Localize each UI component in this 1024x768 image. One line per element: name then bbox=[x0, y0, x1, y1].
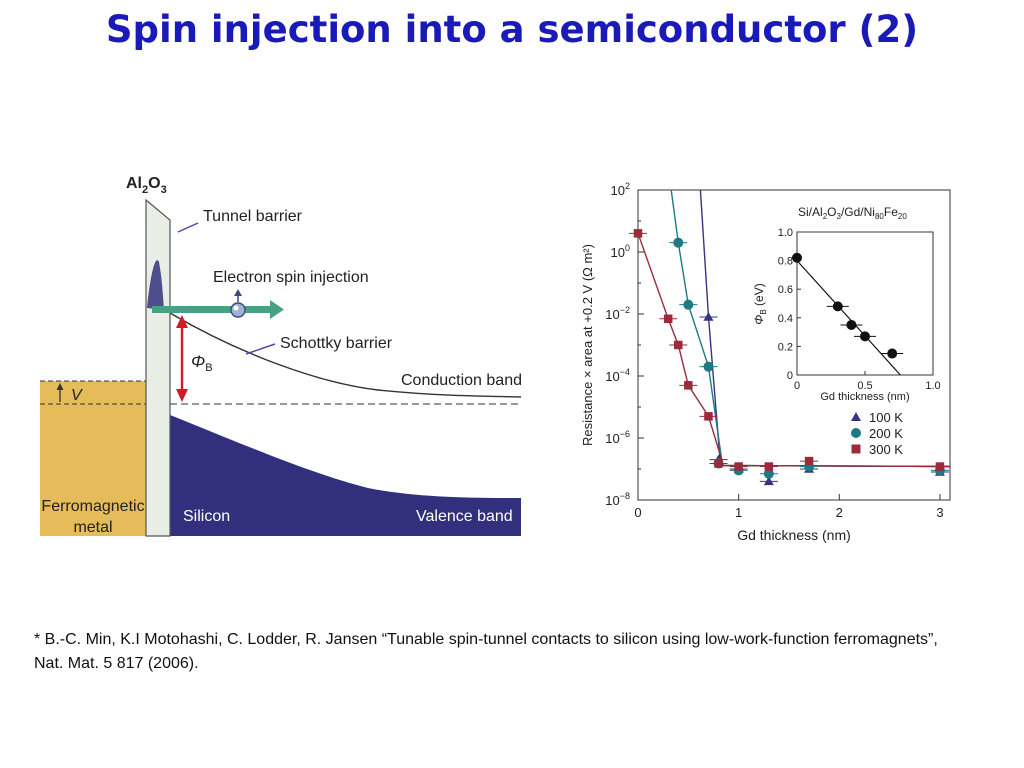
legend-marker-100k bbox=[851, 412, 861, 421]
inset-y-axis-label: ΦB (eV) bbox=[752, 283, 768, 324]
data-point-300k bbox=[633, 229, 643, 238]
main-y-axis-label: Resistance × area at +0.2 V (Ω m²) bbox=[580, 244, 595, 446]
main-y-tick-label: 10−2 bbox=[605, 305, 630, 322]
inset-title: Si/Al2O3/Gd/Ni80Fe20 bbox=[798, 205, 907, 221]
main-y-tick-label: 10−4 bbox=[605, 367, 630, 384]
conduction-band-label: Conduction band bbox=[401, 372, 522, 389]
barrier-height-arrow-bottom bbox=[176, 389, 188, 402]
main-x-tick-label: 3 bbox=[936, 505, 943, 520]
main-y-tick-label: 10−8 bbox=[605, 491, 630, 508]
data-point-300k bbox=[663, 314, 673, 324]
spin-arrow-head bbox=[234, 289, 242, 296]
silicon-valence-region bbox=[170, 415, 521, 536]
ferromagnetic-metal-region bbox=[40, 381, 148, 536]
resistance-area-chart: 0 1 2 3 102 100 10−2 10−4 10−6 10−8 Gd thickness … bbox=[580, 181, 951, 543]
inset-x-tick-label: 1.0 bbox=[925, 380, 940, 392]
data-point-200k bbox=[763, 468, 774, 479]
ferromagnetic-metal-label-line1: Ferromagnetic bbox=[41, 498, 144, 515]
inset-y-tick-label: 0.2 bbox=[778, 341, 793, 353]
legend-label-100k: 100 K bbox=[869, 410, 903, 425]
main-x-tick-label: 1 bbox=[735, 505, 742, 520]
silicon-label: Silicon bbox=[183, 508, 230, 525]
schottky-barrier-label: Schottky barrier bbox=[280, 335, 393, 352]
tunnel-barrier-pointer bbox=[177, 222, 199, 233]
voltage-label: V bbox=[71, 387, 83, 404]
data-point-200k bbox=[673, 237, 684, 248]
data-point-300k bbox=[674, 340, 683, 350]
barrier-height-label: ΦB bbox=[191, 352, 213, 374]
legend-marker-300k bbox=[851, 444, 861, 454]
data-point-300k bbox=[935, 462, 945, 471]
data-point-300k bbox=[704, 412, 713, 421]
data-point-300k bbox=[714, 459, 723, 468]
inset-y-tick-label: 0.6 bbox=[778, 284, 793, 296]
voltage-arrow-head bbox=[56, 383, 64, 390]
main-x-tick-label: 0 bbox=[634, 505, 641, 520]
schottky-barrier-pointer bbox=[245, 343, 276, 355]
legend: 100 K 200 K 300 K bbox=[851, 410, 903, 457]
electron-highlight bbox=[233, 305, 239, 311]
legend-label-300k: 300 K bbox=[869, 442, 903, 457]
inset-y-tick-label: 1.0 bbox=[778, 227, 793, 239]
electron-icon bbox=[230, 302, 246, 318]
valence-band-label: Valence band bbox=[416, 508, 513, 525]
electron-spin-injection-label: Electron spin injection bbox=[213, 269, 369, 286]
inset-data-point bbox=[860, 331, 870, 342]
inset-fit-line bbox=[796, 260, 901, 376]
inset-data-point bbox=[792, 252, 802, 263]
slide-title: Spin injection into a semiconductor (2) bbox=[105, 8, 919, 51]
tunnel-barrier-oxide bbox=[145, 198, 171, 537]
main-x-axis-label: Gd thickness (nm) bbox=[737, 527, 851, 543]
inset-x-tick-label: 0 bbox=[794, 380, 800, 392]
main-y-tick-label: 100 bbox=[611, 243, 630, 260]
spin-injection-arrow-head bbox=[270, 300, 284, 319]
tunneling-wavefunction bbox=[147, 260, 164, 310]
inset-y-tick-label: 0.4 bbox=[778, 313, 793, 325]
data-point-200k bbox=[703, 361, 714, 372]
reference-citation: * B.-C. Min, K.I Motohashi, C. Lodder, R… bbox=[34, 631, 938, 672]
conduction-band-curve bbox=[169, 312, 522, 398]
barrier-height-arrow-top bbox=[176, 315, 188, 328]
legend-label-200k: 200 K bbox=[869, 426, 903, 441]
data-point-100k bbox=[703, 312, 714, 321]
inset-y-tick-label: 0.8 bbox=[778, 256, 793, 268]
inset-data-point bbox=[846, 319, 857, 330]
main-y-tick-label: 102 bbox=[611, 181, 630, 198]
band-diagram: V Ferromagnetic metal Silicon Valence ba… bbox=[40, 175, 522, 537]
inset-x-tick-label: 0.5 bbox=[857, 380, 872, 392]
inset-x-axis-label: Gd thickness (nm) bbox=[820, 391, 909, 403]
inset-data-point bbox=[887, 348, 898, 359]
data-point-300k bbox=[684, 381, 693, 390]
main-y-tick-label: 10−6 bbox=[605, 429, 630, 446]
ferromagnetic-metal-label-line2: metal bbox=[73, 519, 112, 536]
data-point-300k bbox=[764, 462, 774, 471]
legend-marker-200k bbox=[851, 428, 861, 438]
data-point-300k bbox=[804, 456, 814, 466]
data-point-200k bbox=[683, 299, 694, 310]
data-point-300k bbox=[734, 462, 743, 471]
oxide-label: Al2O3 bbox=[126, 175, 167, 196]
data-point-100k bbox=[763, 476, 774, 486]
inset-y-tick-label: 0 bbox=[787, 370, 793, 382]
tunnel-barrier-label: Tunnel barrier bbox=[203, 208, 303, 225]
spin-injection-arrow-shaft bbox=[152, 306, 272, 313]
inset-data-point bbox=[832, 301, 843, 312]
main-x-tick-label: 2 bbox=[836, 505, 843, 520]
